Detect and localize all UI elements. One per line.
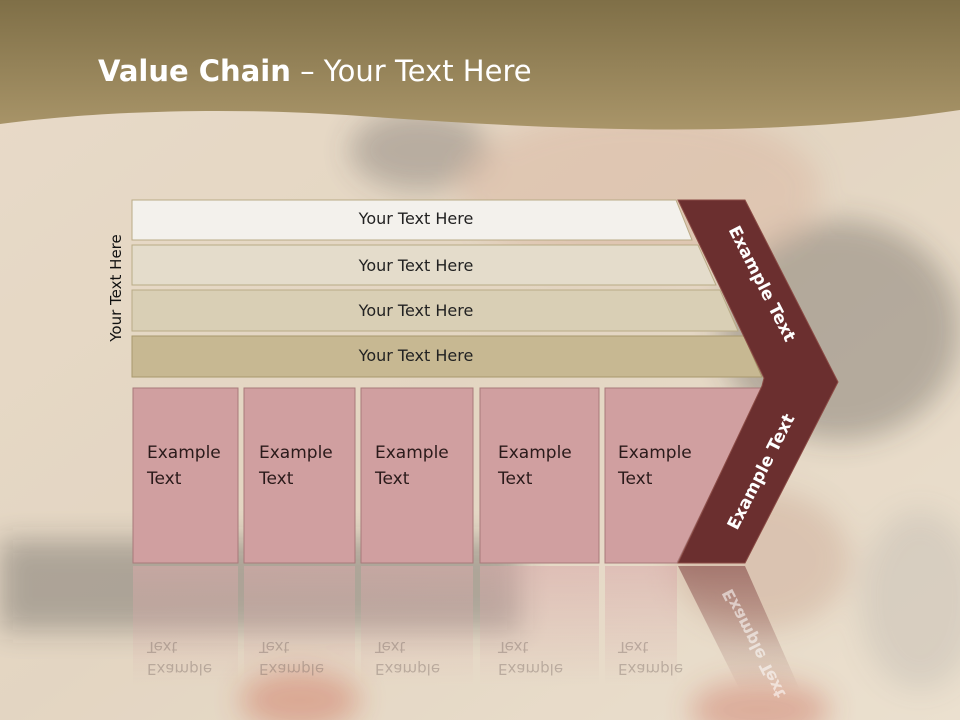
chevron-reflection xyxy=(678,566,800,690)
cell-3-refl-line1: Example xyxy=(375,660,441,678)
cell-5-refl-line2: Text xyxy=(618,638,649,656)
cell-3[interactable] xyxy=(360,387,474,564)
cell-5-text: Example Text xyxy=(618,440,718,492)
cell-3-line2: Text xyxy=(375,469,410,489)
cell-2-refl-line1: Example xyxy=(259,660,325,678)
cell-2-reflection: Example Text xyxy=(259,636,359,680)
cell-3-line1: Example xyxy=(375,443,449,463)
bar-2-label: Your Text Here xyxy=(358,256,474,275)
cell-1-line1: Example xyxy=(147,443,221,463)
cell-4[interactable] xyxy=(479,387,600,564)
cell-1-refl-line1: Example xyxy=(147,660,213,678)
cell-1[interactable] xyxy=(132,387,239,564)
slide-title: Value Chain – Your Text Here xyxy=(98,54,532,88)
bar-4[interactable] xyxy=(131,335,763,378)
cell-5-line1: Example xyxy=(618,443,692,463)
cell-1-text: Example Text xyxy=(147,440,247,492)
cell-4-line1: Example xyxy=(498,443,572,463)
bar-2[interactable] xyxy=(131,244,717,286)
bar-1-label: Your Text Here xyxy=(358,209,474,228)
title-rest: – Your Text Here xyxy=(290,54,532,88)
cell-2-refl-line2: Text xyxy=(259,638,290,656)
cell-3-refl-line2: Text xyxy=(375,638,406,656)
cells-reflection xyxy=(133,566,677,686)
bar-1[interactable] xyxy=(131,199,693,241)
cell-2-line1: Example xyxy=(259,443,333,463)
cell-3-text: Example Text xyxy=(375,440,475,492)
side-label: Your Text Here xyxy=(107,234,125,342)
header-band xyxy=(0,0,960,130)
cell-2-line2: Text xyxy=(259,469,294,489)
cell-2[interactable] xyxy=(243,387,356,564)
bar-3[interactable] xyxy=(131,289,739,332)
chevron-shape[interactable] xyxy=(677,199,839,564)
bar-4-label: Your Text Here xyxy=(358,346,474,365)
cell-4-reflection: Example Text xyxy=(498,636,598,680)
cell-3-reflection: Example Text xyxy=(375,636,475,680)
cell-4-refl-line1: Example xyxy=(498,660,564,678)
cell-2-text: Example Text xyxy=(259,440,359,492)
cell-5-line2: Text xyxy=(618,469,653,489)
cell-5-reflection: Example Text xyxy=(618,636,718,680)
cell-4-refl-line2: Text xyxy=(498,638,529,656)
cell-5-refl-line1: Example xyxy=(618,660,684,678)
cell-5[interactable] xyxy=(604,387,763,564)
cell-1-reflection: Example Text xyxy=(147,636,247,680)
cell-1-refl-line2: Text xyxy=(147,638,178,656)
cell-4-line2: Text xyxy=(498,469,533,489)
cell-4-text: Example Text xyxy=(498,440,598,492)
title-bold: Value Chain xyxy=(98,54,291,88)
cell-1-line2: Text xyxy=(147,469,182,489)
bar-3-label: Your Text Here xyxy=(358,301,474,320)
